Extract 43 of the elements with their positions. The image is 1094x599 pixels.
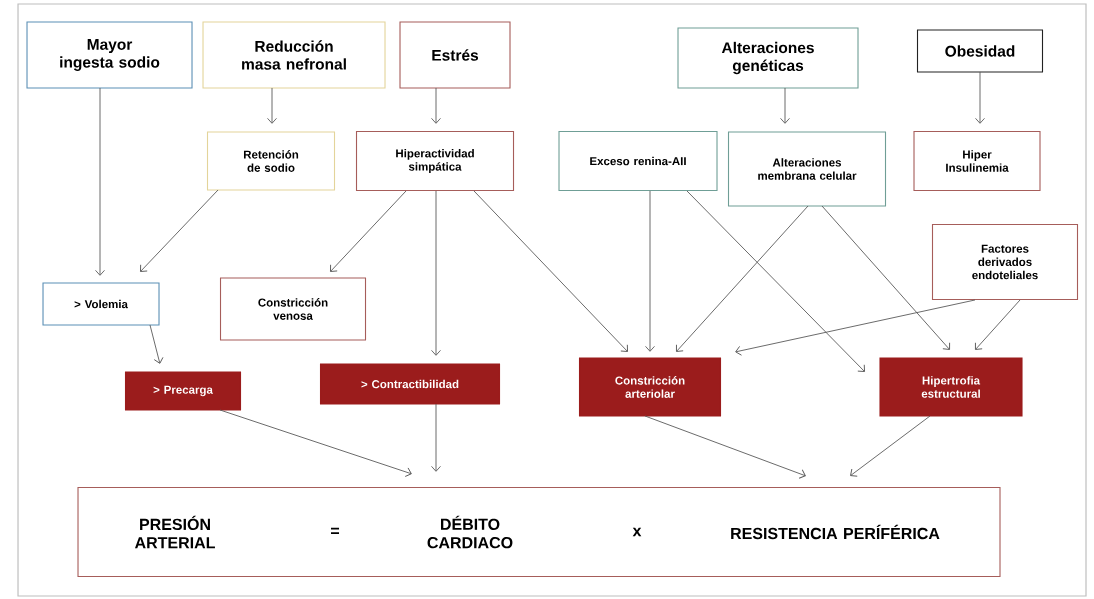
arrow xyxy=(686,190,865,372)
equation-box xyxy=(77,486,1001,578)
process-box: Alteraciones membrana celular xyxy=(727,131,887,207)
arrow xyxy=(267,87,277,124)
process-box: Constricción venosa xyxy=(219,277,367,341)
arrow xyxy=(644,415,806,479)
arrow xyxy=(140,189,219,272)
arrow xyxy=(95,87,105,276)
effect-box: > Precarga xyxy=(124,371,242,411)
arrow xyxy=(645,190,655,352)
cause-box: Estrés xyxy=(399,21,511,89)
arrow xyxy=(431,190,441,356)
arrow xyxy=(219,409,412,477)
equation-term: PRESIÓN ARTERIAL xyxy=(134,515,215,549)
process-box: Retención de sodio xyxy=(206,131,336,191)
arrow xyxy=(676,205,809,352)
process-box: > Volemia xyxy=(42,282,160,326)
arrow xyxy=(975,71,985,124)
cause-box: Alteraciones genéticas xyxy=(677,27,859,89)
equation-term: RESISTENCIA PERÍFÉRICA xyxy=(731,524,940,540)
arrow xyxy=(149,324,164,364)
process-box: Hiper Insulinemia xyxy=(913,130,1041,192)
effect-box: Constricción arteriolar xyxy=(578,357,722,417)
arrow xyxy=(330,190,407,272)
equation-term: x xyxy=(632,527,642,537)
equation-term: DÉBITO CARDIACO xyxy=(427,515,513,549)
arrow xyxy=(821,205,951,350)
process-box: Exceso renina-AII xyxy=(558,130,718,192)
effect-box: > Contractibilidad xyxy=(319,363,501,405)
process-box: Hiperactividad simpática xyxy=(355,130,515,192)
cause-box: Obesidad xyxy=(916,29,1044,73)
process-box: Factores derivados endoteliales xyxy=(931,223,1079,301)
arrow xyxy=(735,299,976,356)
cause-box: Mayor ingesta sodio xyxy=(26,21,193,89)
arrow xyxy=(431,87,441,124)
arrow xyxy=(473,190,628,352)
cause-box: Reducción masa nefronal xyxy=(202,21,386,89)
equation-term: = xyxy=(331,527,340,534)
effect-box: Hipertrofia estructural xyxy=(879,357,1023,417)
arrow xyxy=(975,299,1021,350)
arrow xyxy=(780,87,790,124)
arrow xyxy=(850,415,931,477)
arrow xyxy=(431,403,441,472)
